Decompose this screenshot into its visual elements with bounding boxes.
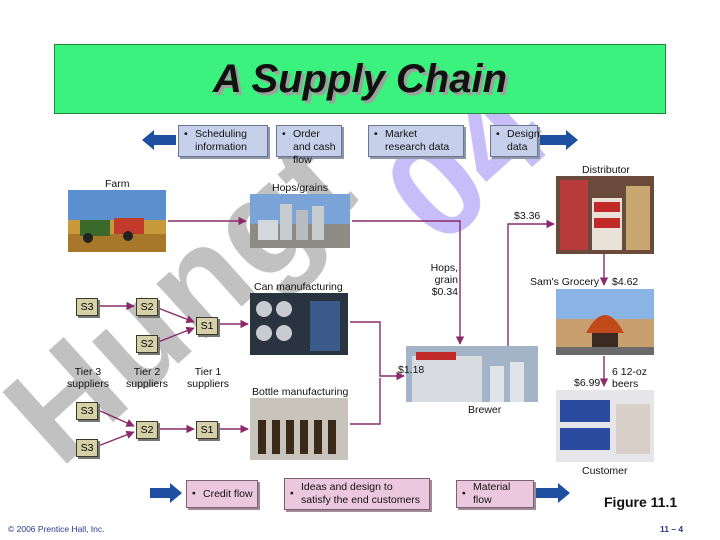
tier1-supplier-bottom: S1: [196, 421, 218, 439]
tier3-line1: Tier 3: [74, 366, 102, 378]
farm-photo: [68, 190, 166, 252]
price-grocery: $4.62: [612, 276, 639, 288]
bottle-manufacturing-label: Bottle manufacturing: [252, 386, 349, 398]
flow-hops-brewer: [352, 220, 465, 345]
legend-bullet: •: [496, 128, 500, 140]
footer-page-number: 11 – 4: [660, 524, 684, 534]
tier2-supplier-bottom: S2: [136, 421, 158, 439]
tier2-line2: suppliers: [125, 378, 169, 390]
pack-label: 6 12-oz beers: [612, 366, 647, 390]
legend-bullet: •: [192, 487, 196, 500]
distributor-label: Distributor: [582, 164, 630, 176]
distributor-photo: [556, 176, 654, 254]
arrow-right-material: [532, 483, 570, 503]
flow-brewer-distributor: [507, 219, 555, 346]
arrow-right-credit: [150, 483, 182, 503]
hops-grain-price: Hops, grain $0.34: [424, 262, 458, 298]
hops-grain-line2: grain: [434, 274, 458, 286]
tier2-supplier-top-b: S2: [136, 335, 158, 353]
legend-material-flow: • Material flow: [456, 480, 534, 508]
legend-text: Ideas and design to satisfy the end cust…: [301, 481, 421, 506]
customer-photo: [556, 390, 654, 462]
pack-line2: beers: [612, 378, 639, 390]
flow-bottle-brewer: [350, 378, 381, 425]
legend-text: Order and cash flow: [293, 128, 336, 166]
tier1-line1: Tier 1: [194, 366, 222, 378]
legend-bullet: •: [290, 487, 294, 500]
sams-grocery-photo: [556, 289, 654, 355]
price-customer: $6.99: [574, 377, 601, 389]
legend-text: Material flow: [473, 481, 511, 506]
tier2-supplier-top-a: S2: [136, 298, 158, 316]
legend-ideas-design: • Ideas and design to satisfy the end cu…: [284, 478, 430, 510]
customer-label: Customer: [582, 465, 628, 477]
bottle-manufacturing-photo: [250, 398, 348, 460]
flow-s2-s1-top: [157, 307, 195, 324]
can-manufacturing-photo: [250, 293, 348, 355]
footer-copyright: © 2006 Prentice Hall, Inc.: [8, 524, 105, 534]
legend-scheduling-information: • Scheduling information: [178, 125, 268, 157]
title-bar: A Supply Chain: [54, 44, 666, 114]
legend-text: Design data: [507, 128, 540, 153]
hops-grains-label: Hops/grains: [272, 182, 329, 194]
price-distributor: $3.36: [514, 210, 541, 222]
arrow-left-scheduling: [142, 130, 176, 150]
legend-credit-flow: • Credit flow: [186, 480, 258, 508]
farm-label: Farm: [105, 178, 130, 190]
brewer-photo: [406, 346, 538, 402]
price-brewer: $1.18: [398, 364, 425, 376]
flow-s3-s2-bottom-b: [97, 430, 135, 447]
tier1-label: Tier 1 suppliers: [186, 366, 230, 390]
arrow-right-design: [538, 130, 578, 150]
legend-bullet: •: [184, 128, 188, 140]
legend-design-data: • Design data: [490, 125, 540, 157]
legend-market-research-data: • Market research data: [368, 125, 464, 157]
tier3-label: Tier 3 suppliers: [66, 366, 110, 390]
flow-s3-s2-bottom-a: [97, 409, 135, 427]
tier2-line1: Tier 2: [133, 366, 161, 378]
legend-text: Market research data: [385, 128, 450, 153]
brewer-label: Brewer: [468, 404, 502, 416]
hops-grain-line3: $0.34: [431, 286, 458, 298]
legend-order-cash-flow: • Order and cash flow: [276, 125, 342, 166]
hops-grain-line1: Hops,: [430, 262, 458, 274]
tier3-supplier-bottom-b: S3: [76, 439, 98, 457]
legend-text: Credit flow: [203, 487, 253, 500]
tier3-supplier-bottom-a: S3: [76, 402, 98, 420]
legend-bullet: •: [462, 487, 466, 500]
tier1-supplier-top: S1: [196, 317, 218, 335]
flow-s2b-s1-top: [157, 326, 195, 343]
legend-bullet: •: [374, 128, 378, 140]
tier3-line2: suppliers: [66, 378, 110, 390]
slide-title: A Supply Chain: [212, 56, 508, 101]
legend-text: Scheduling information: [195, 128, 247, 153]
pack-line1: 6 12-oz: [612, 366, 648, 378]
tier3-supplier-top: S3: [76, 298, 98, 316]
tier1-line2: suppliers: [186, 378, 230, 390]
figure-label: Figure 11.1: [604, 494, 678, 510]
can-manufacturing-label: Can manufacturing: [254, 281, 343, 293]
legend-bullet: •: [282, 128, 286, 140]
sams-grocery-label: Sam's Grocery: [530, 276, 600, 288]
flow-can-brewer: [350, 321, 405, 381]
tier2-label: Tier 2 suppliers: [125, 366, 169, 390]
hops-grains-photo: [250, 194, 350, 248]
